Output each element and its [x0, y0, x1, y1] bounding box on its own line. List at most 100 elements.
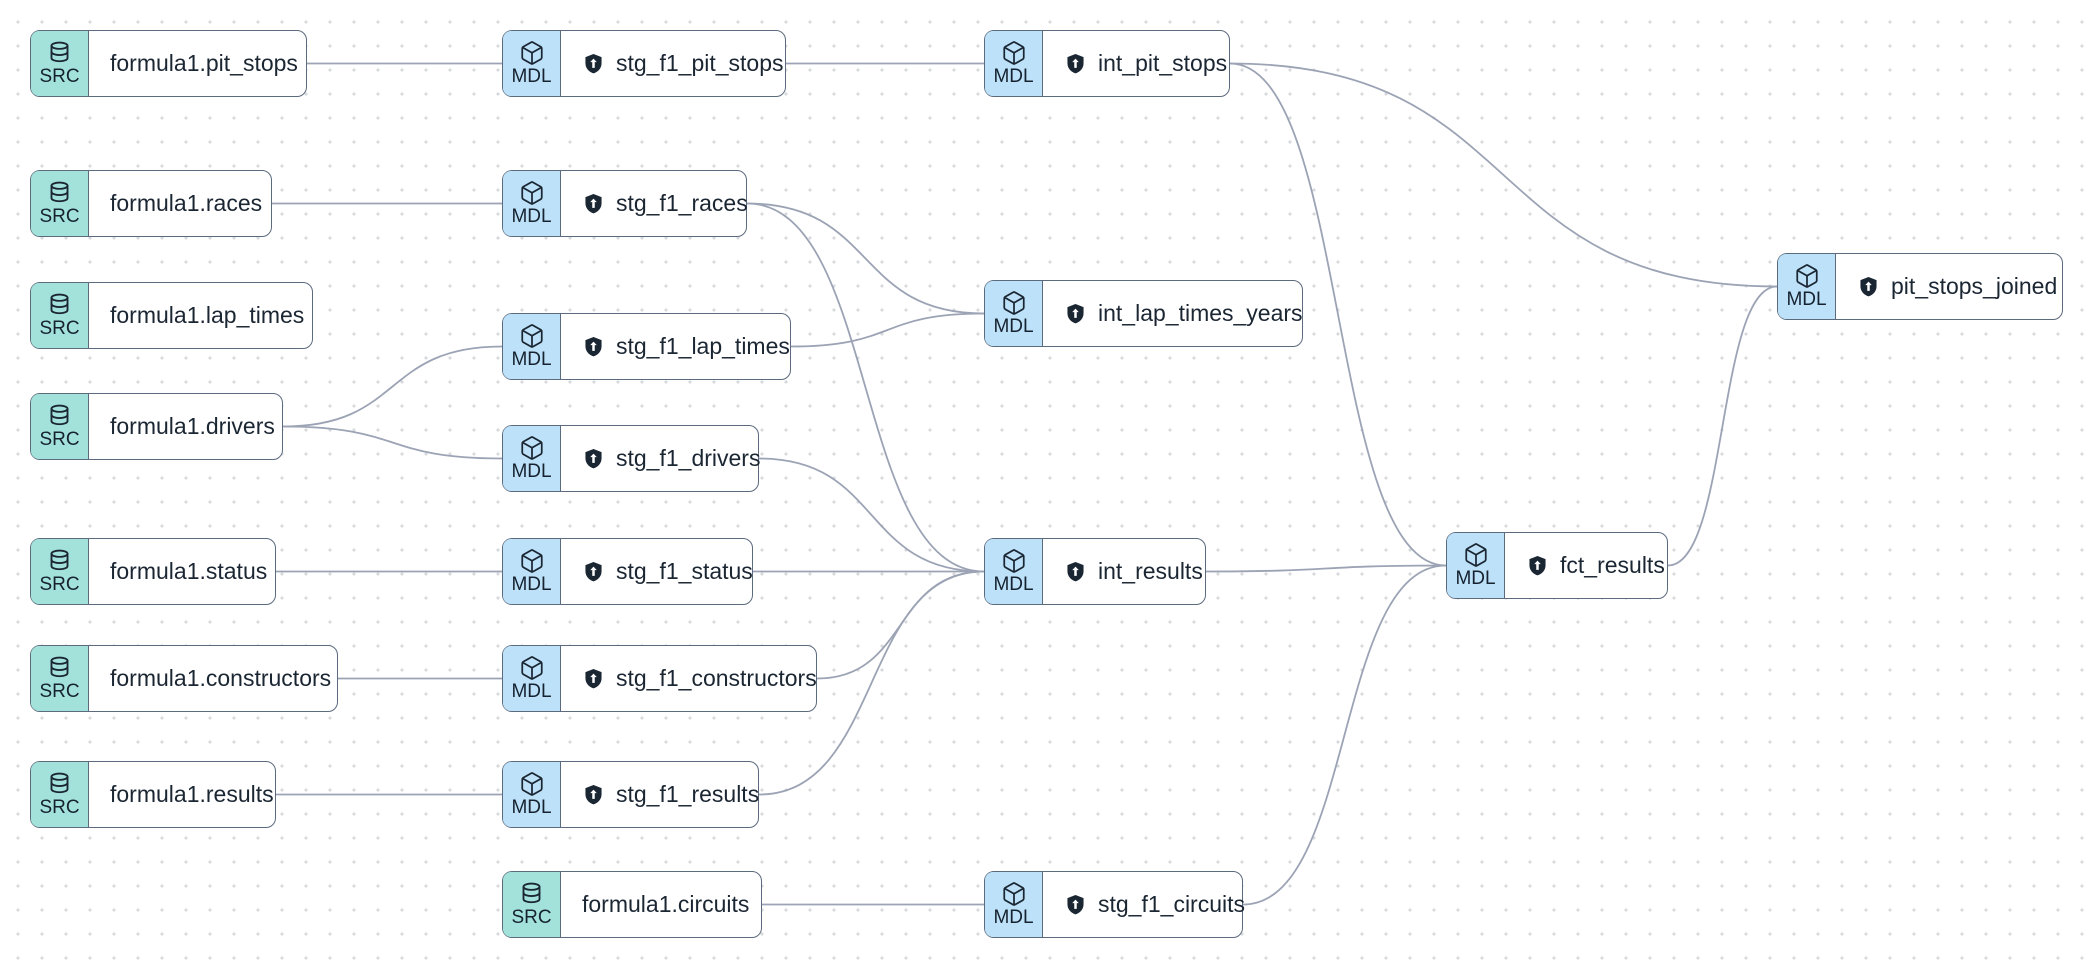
shield-icon [582, 560, 605, 584]
badge-label: SRC [39, 797, 80, 819]
edge-stg_races-to-int_results [746, 202, 985, 573]
model-badge: MDL [503, 426, 561, 491]
cube-icon [1000, 40, 1028, 66]
shield-icon [582, 52, 605, 76]
node-label-text: stg_f1_status [616, 558, 753, 584]
database-icon [46, 655, 73, 681]
cube-icon [1462, 542, 1490, 568]
node-label: formula1.lap_times [89, 283, 322, 348]
node-label-text: stg_f1_races [616, 190, 748, 216]
node-stg_constructors[interactable]: MDL stg_f1_constructors [502, 645, 817, 712]
node-label: formula1.results [89, 762, 292, 827]
model-badge: MDL [985, 872, 1043, 937]
source-badge: SRC [31, 31, 89, 96]
node-label: stg_f1_results [561, 762, 777, 827]
edge-int_results-to-fct_results [1205, 564, 1447, 573]
badge-label: SRC [39, 66, 80, 88]
cube-icon [1000, 548, 1028, 574]
model-badge: MDL [985, 31, 1043, 96]
node-label-text: fct_results [1560, 552, 1665, 578]
edge-int_pit_stops-to-pit_stops_joined [1229, 62, 1778, 288]
shield-icon [1064, 560, 1087, 584]
node-label-text: formula1.constructors [110, 665, 332, 691]
badge-label: SRC [511, 907, 552, 929]
badge-label: MDL [511, 681, 552, 703]
node-label-text: formula1.status [110, 558, 268, 584]
node-label-text: stg_f1_constructors [616, 665, 817, 691]
node-stg_races[interactable]: MDL stg_f1_races [502, 170, 748, 237]
node-fct_results[interactable]: MDL fct_results [1446, 532, 1668, 599]
edge-stg_circuits-to-fct_results [1242, 564, 1447, 906]
badge-label: MDL [1455, 568, 1496, 590]
source-badge: SRC [31, 283, 89, 348]
node-src_status[interactable]: SRC formula1.status [30, 538, 276, 605]
node-label: formula1.constructors [89, 646, 349, 711]
node-label-text: formula1.drivers [110, 413, 275, 439]
badge-label: MDL [993, 907, 1034, 929]
badge-label: MDL [993, 316, 1034, 338]
node-int_pit_stops[interactable]: MDL int_pit_stops [984, 30, 1230, 97]
database-icon [46, 771, 73, 797]
badge-label: MDL [511, 206, 552, 228]
cube-icon [1000, 881, 1028, 907]
node-label: formula1.status [89, 539, 285, 604]
model-badge: MDL [1447, 533, 1505, 598]
model-badge: MDL [503, 646, 561, 711]
database-icon [46, 292, 73, 318]
cube-icon [518, 323, 546, 349]
badge-label: SRC [39, 206, 80, 228]
cube-icon [518, 771, 546, 797]
node-stg_circuits[interactable]: MDL stg_f1_circuits [984, 871, 1246, 938]
edge-stg_races-to-int_lap_times_years [746, 202, 985, 315]
badge-label: SRC [39, 574, 80, 596]
model-badge: MDL [503, 314, 561, 379]
node-label-text: stg_f1_circuits [1098, 891, 1246, 917]
cube-icon [518, 180, 546, 206]
node-src_circuits[interactable]: SRC formula1.circuits [502, 871, 762, 938]
database-icon [518, 881, 545, 907]
node-label: stg_f1_status [561, 539, 771, 604]
edge-src_drivers-to-stg_lap_times [282, 345, 503, 428]
node-label-text: pit_stops_joined [1891, 273, 2058, 299]
cube-icon [518, 655, 546, 681]
source-badge: SRC [31, 394, 89, 459]
badge-label: MDL [993, 66, 1034, 88]
model-badge: MDL [503, 171, 561, 236]
cube-icon [518, 435, 546, 461]
node-label-text: int_pit_stops [1098, 50, 1228, 76]
node-label-text: formula1.results [110, 781, 274, 807]
edge-int_pit_stops-to-fct_results [1229, 62, 1447, 567]
node-label: formula1.races [89, 171, 280, 236]
edge-src_drivers-to-stg_drivers [282, 425, 503, 460]
badge-label: MDL [993, 574, 1034, 596]
source-badge: SRC [503, 872, 561, 937]
source-badge: SRC [31, 539, 89, 604]
shield-icon [1064, 52, 1087, 76]
badge-label: MDL [511, 349, 552, 371]
cube-icon [1000, 290, 1028, 316]
database-icon [46, 403, 73, 429]
node-label: int_pit_stops [1043, 31, 1245, 96]
edge-fct_results-to-pit_stops_joined [1667, 285, 1778, 567]
node-label: fct_results [1505, 533, 1683, 598]
source-badge: SRC [31, 171, 89, 236]
node-label-text: formula1.circuits [582, 891, 750, 917]
node-src_results[interactable]: SRC formula1.results [30, 761, 276, 828]
node-src_drivers[interactable]: SRC formula1.drivers [30, 393, 283, 460]
shield-icon [582, 192, 605, 216]
badge-label: SRC [39, 429, 80, 451]
